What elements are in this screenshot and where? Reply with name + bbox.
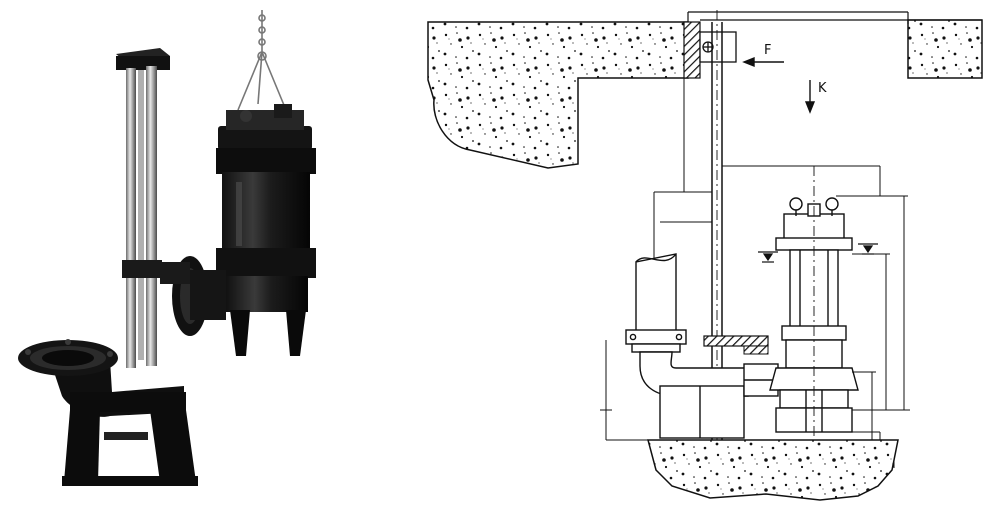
concrete-slab-top-right <box>907 19 983 79</box>
concrete-slab-top-left <box>427 21 689 169</box>
discharge-flange <box>160 256 226 336</box>
concrete-floor-bottom <box>647 439 899 501</box>
force-arrow-horizontal <box>742 56 784 68</box>
pump-motor-body <box>216 104 316 312</box>
water-level-marker-low <box>758 251 778 263</box>
force-arrow-vertical <box>804 80 816 114</box>
guide-rail-bracket <box>116 48 170 70</box>
force-label-k: K <box>818 81 827 96</box>
pump-product-photo <box>18 10 316 486</box>
installation-drawing: F K <box>427 10 983 501</box>
rail-guide-claw <box>743 345 769 355</box>
dimension-lines-right <box>722 165 910 468</box>
rail-top-clamp <box>699 31 737 63</box>
water-level-marker-high <box>858 243 878 255</box>
discharge-pipe <box>625 253 749 397</box>
base-stand <box>62 392 198 486</box>
duckfoot-base <box>659 363 779 439</box>
force-label-f: F <box>764 43 771 58</box>
pump-feet <box>230 310 306 356</box>
rail-top-bracket-hatched <box>683 21 701 79</box>
rail-guide-plate <box>703 335 769 347</box>
rail-collar <box>122 260 162 278</box>
lifting-chain <box>237 10 287 111</box>
guide-rails <box>126 66 157 368</box>
